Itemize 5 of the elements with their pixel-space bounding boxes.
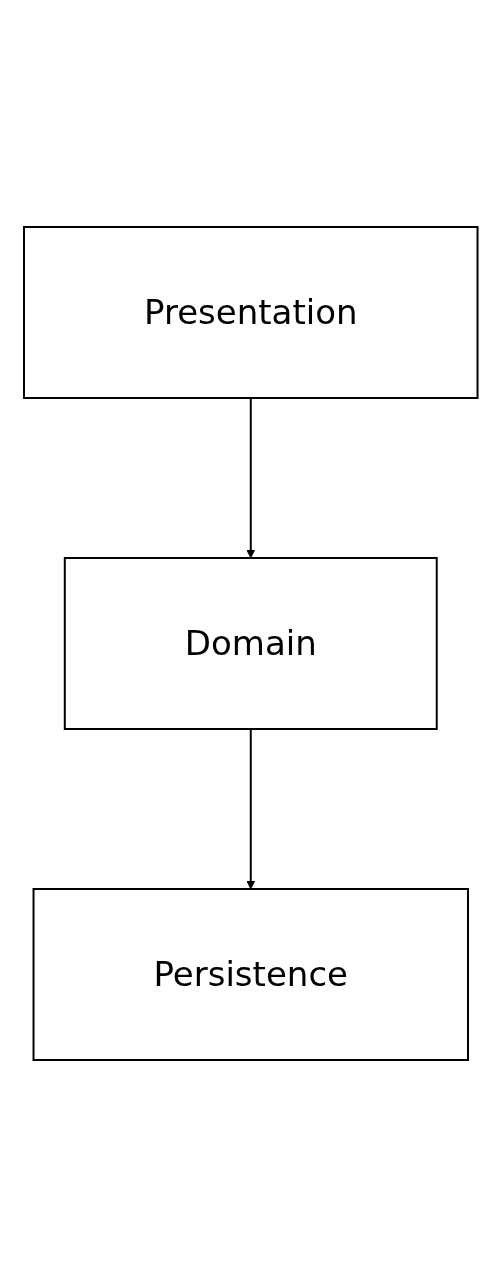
arrow xyxy=(246,728,256,890)
node-box: Presentation xyxy=(23,226,479,399)
node-box: Domain xyxy=(64,557,438,730)
node-box: Persistence xyxy=(32,888,470,1061)
arrow xyxy=(246,397,256,559)
